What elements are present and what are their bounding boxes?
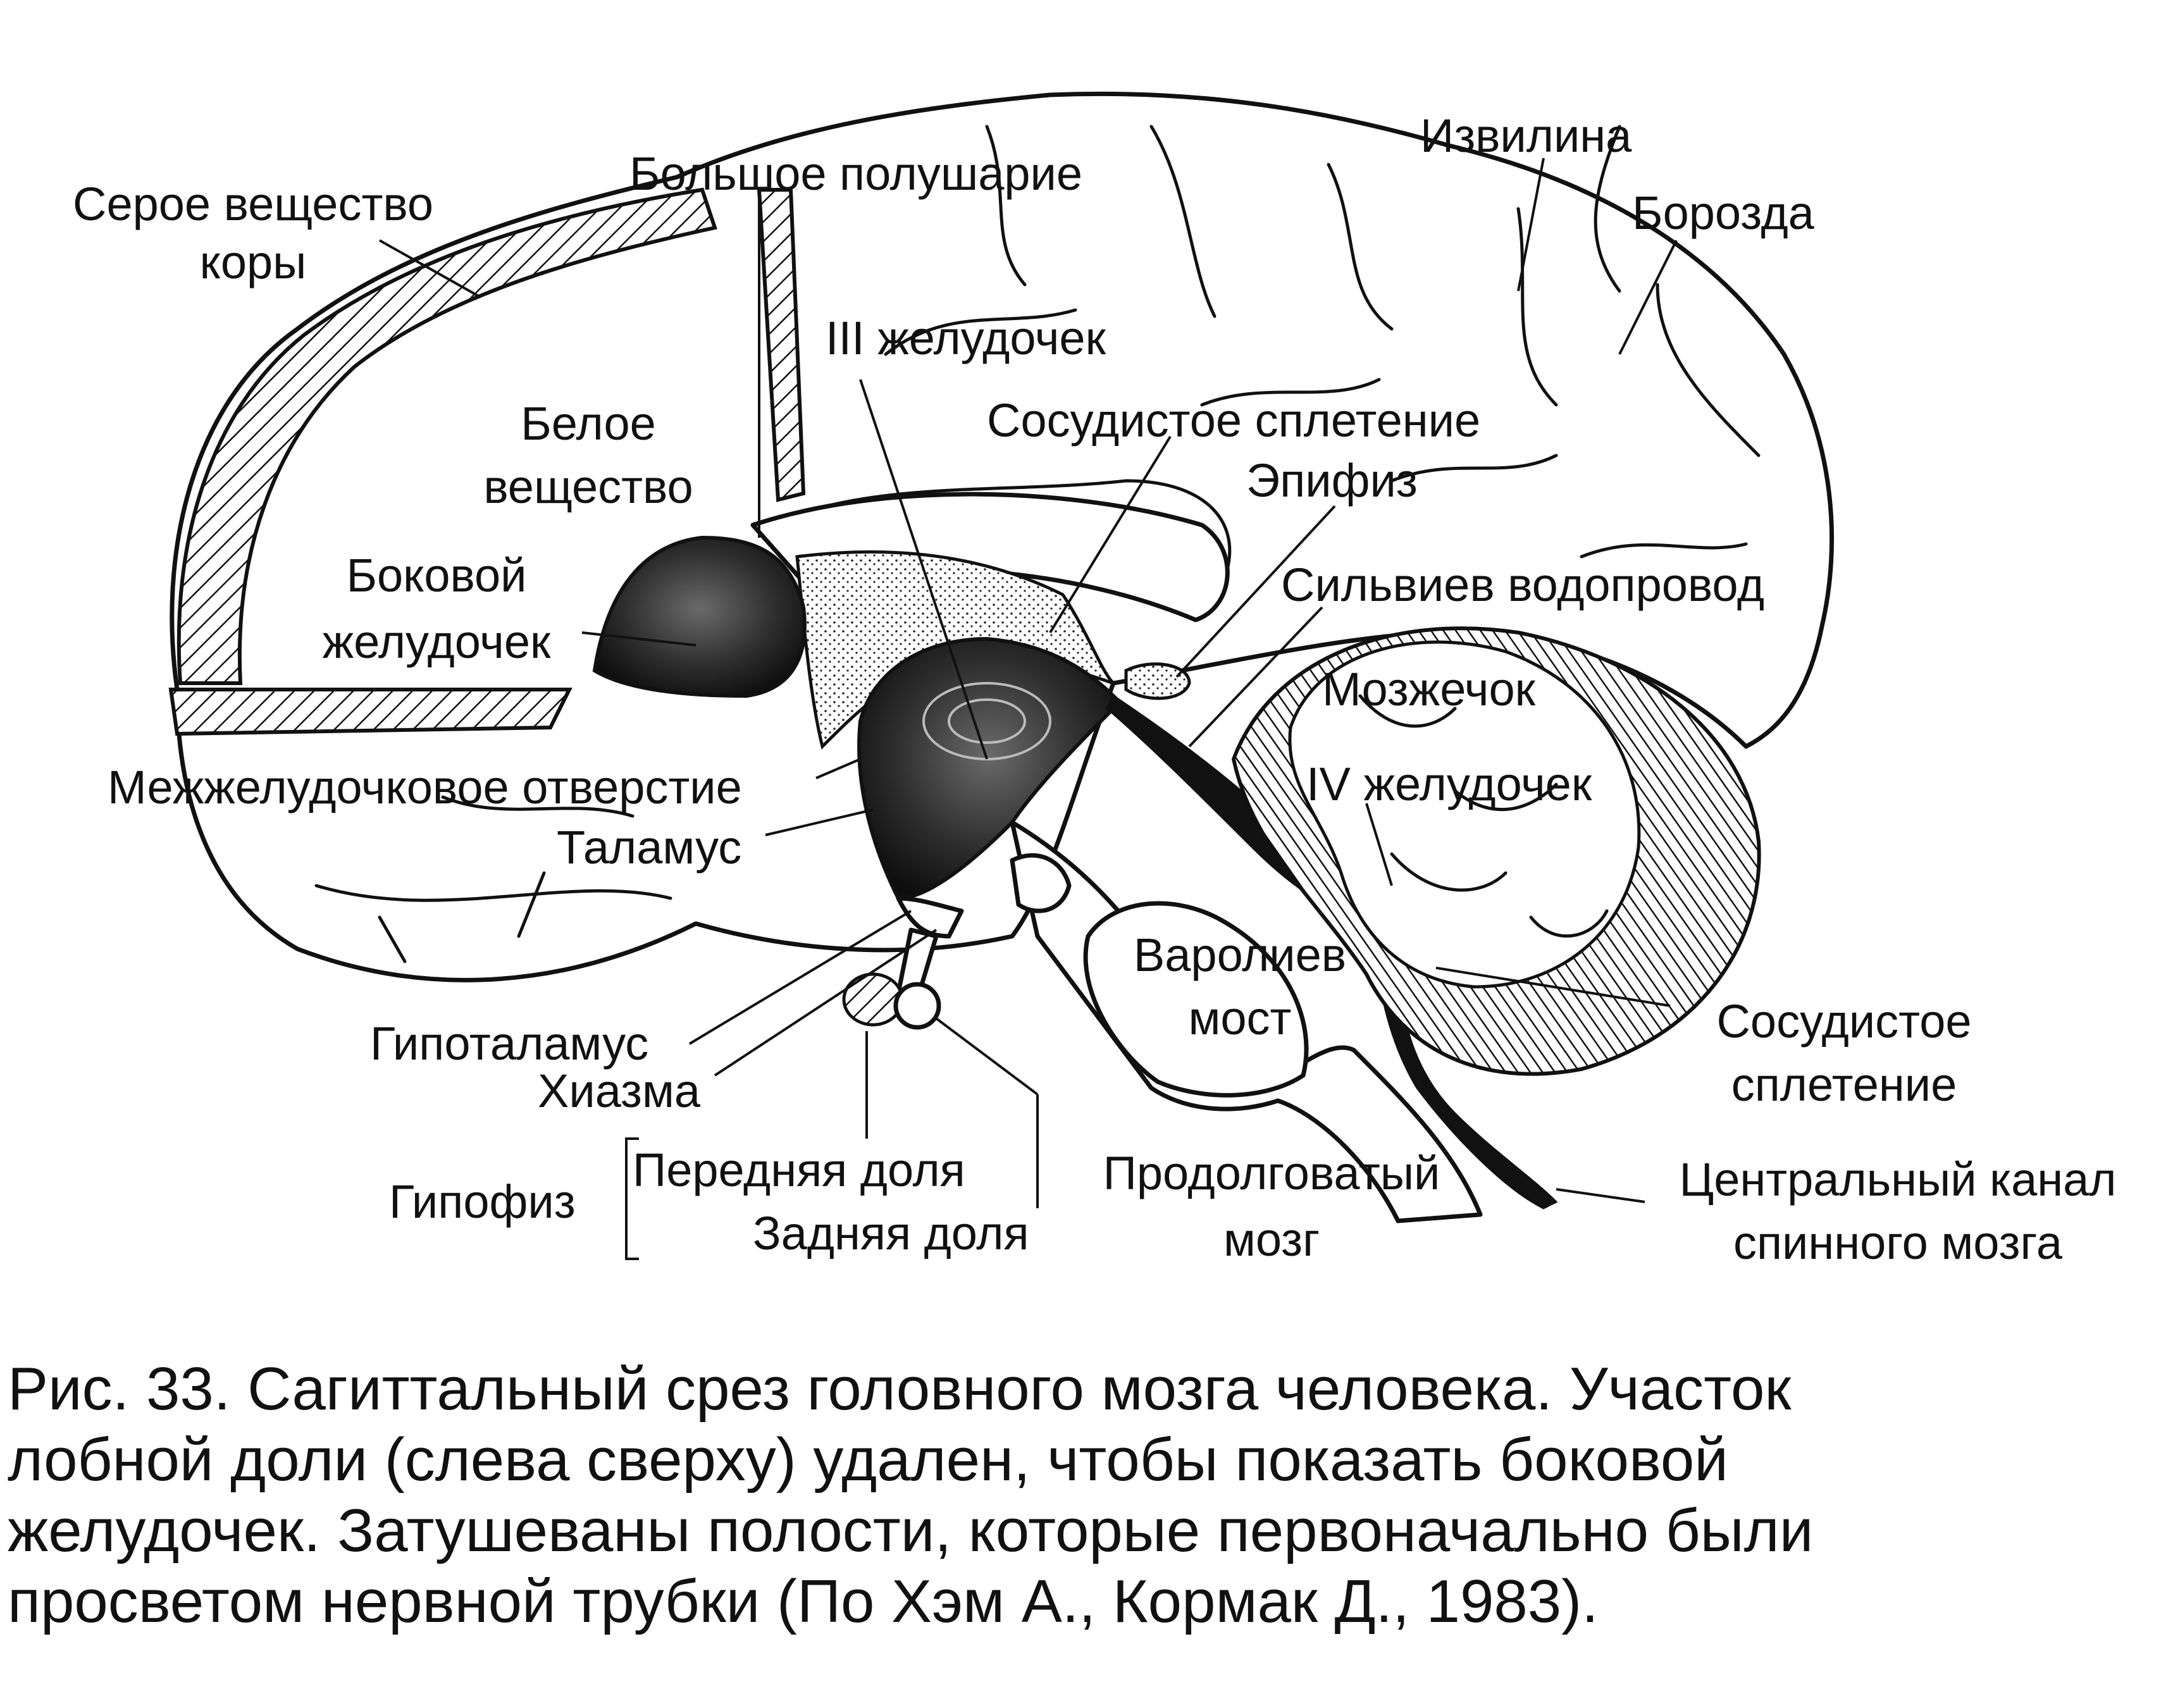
label-grey-matter-2: коры (200, 236, 307, 288)
mammillary-region (1010, 853, 1072, 913)
label-sulcus: Борозда (1632, 187, 1815, 239)
label-medulla-2: мозг (1223, 1213, 1320, 1266)
label-hypothalamus: Гипоталамус (370, 1017, 648, 1070)
pons (1083, 901, 1309, 1098)
caption-line-4: просветом нервной трубки (По Хэм А., Кор… (8, 1568, 1599, 1635)
pineal-gland (1124, 662, 1191, 700)
lateral-ventricle (592, 535, 807, 698)
label-interventricular-foramen: Межжелудочковое отверстие (108, 761, 742, 814)
label-thalamus: Таламус (557, 821, 741, 874)
label-choroid-plexus-top: Сосудистое сплетение (987, 394, 1480, 447)
pituitary-posterior-lobe (893, 982, 941, 1030)
optic-chiasm (896, 896, 964, 939)
label-pons-1: Варолиев (1134, 929, 1346, 981)
label-choroid-plexus-bottom-1: Сосудистое (1716, 995, 1971, 1048)
label-cerebellum: Мозжечок (1322, 663, 1536, 715)
labels: Серое вещество коры Большое полушарие Из… (73, 109, 2117, 1269)
label-aqueduct: Сильвиев водопровод (1281, 559, 1764, 611)
figure-caption: Рис. 33. Сагиттальный срез головного моз… (8, 1354, 2158, 1637)
label-lateral-ventricle-1: Боковой (346, 549, 526, 602)
cortex-grey-matter-lower (168, 688, 573, 736)
cortex-grey-matter (176, 187, 717, 685)
caption-line-1: Рис. 33. Сагиттальный срез головного моз… (8, 1355, 1792, 1423)
label-hemisphere: Большое полушарие (629, 147, 1082, 200)
thalamus (857, 636, 1123, 901)
caption-line-2: лобной доли (слева сверху) удален, чтобы… (8, 1426, 1728, 1494)
label-fourth-ventricle: IV желудочек (1306, 758, 1592, 810)
label-central-canal-1: Центральный канал (1679, 1153, 2116, 1206)
label-chiasm: Хиазма (538, 1065, 701, 1117)
cerebellum-arbor (1288, 640, 1641, 989)
leader-lines (379, 158, 1678, 1260)
label-lateral-ventricle-2: желудочек (323, 616, 551, 668)
label-anterior-lobe: Передняя доля (633, 1144, 965, 1196)
hemisphere-cut (757, 188, 806, 502)
cerebellum-folia (1358, 694, 1609, 938)
label-choroid-plexus-bottom-2: сплетение (1731, 1058, 1957, 1111)
label-posterior-lobe: Задняя доля (753, 1207, 1029, 1259)
label-gyrus: Извилина (1420, 109, 1632, 162)
label-grey-matter-1: Серое вещество (73, 178, 433, 230)
label-medulla-1: Продолговатый (1103, 1147, 1440, 1199)
label-pons-2: мост (1189, 992, 1292, 1044)
label-white-matter-1: Белое (521, 397, 656, 450)
caption-line-3: желудочек. Затушеваны полости, которые п… (8, 1497, 1814, 1564)
label-white-matter-2: вещество (483, 461, 693, 513)
label-central-canal-2: спинного мозга (1733, 1216, 2063, 1269)
label-third-ventricle: III желудочек (826, 312, 1106, 364)
label-hypophysis: Гипофиз (389, 1175, 576, 1228)
label-pineal: Эпифиз (1246, 454, 1418, 507)
pituitary-anterior-lobe (842, 972, 904, 1027)
